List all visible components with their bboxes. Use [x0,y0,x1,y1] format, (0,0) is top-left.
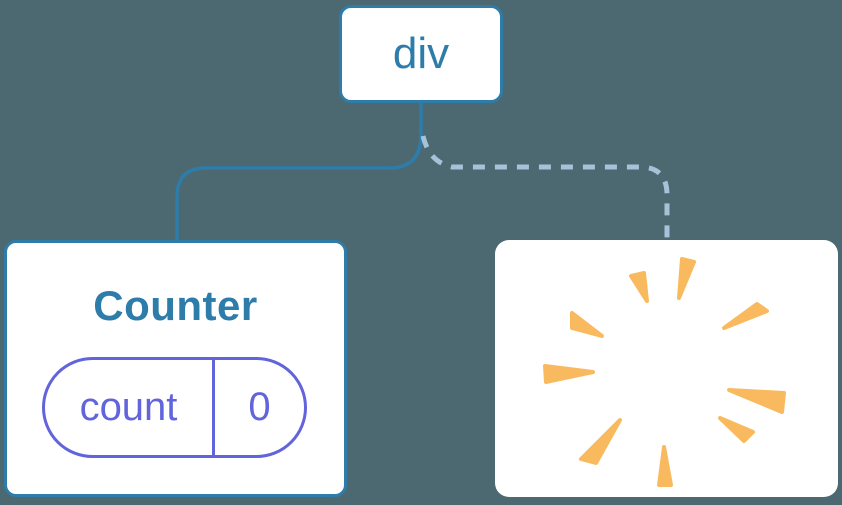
burst-ray [718,416,755,443]
burst-ray [727,388,786,414]
counter-title: Counter [93,282,258,329]
node-counter: Counter count 0 [4,240,347,497]
burst-ray [722,302,769,330]
edge-div-to-removed [420,135,670,240]
burst-ray [570,311,604,338]
node-div: div [339,5,503,103]
state-value: 0 [248,385,271,429]
node-div-label: div [392,29,450,78]
burst-ray [579,418,622,465]
edge-div-to-counter [175,101,423,243]
state-key-label: count [45,360,215,455]
state-pill: count 0 [42,357,307,458]
burst-ray [629,271,649,303]
node-removed [495,240,838,497]
burst-ray [677,257,696,300]
burst-poof-icon [543,257,786,487]
burst-ray [657,445,673,487]
burst-ray [543,364,595,384]
